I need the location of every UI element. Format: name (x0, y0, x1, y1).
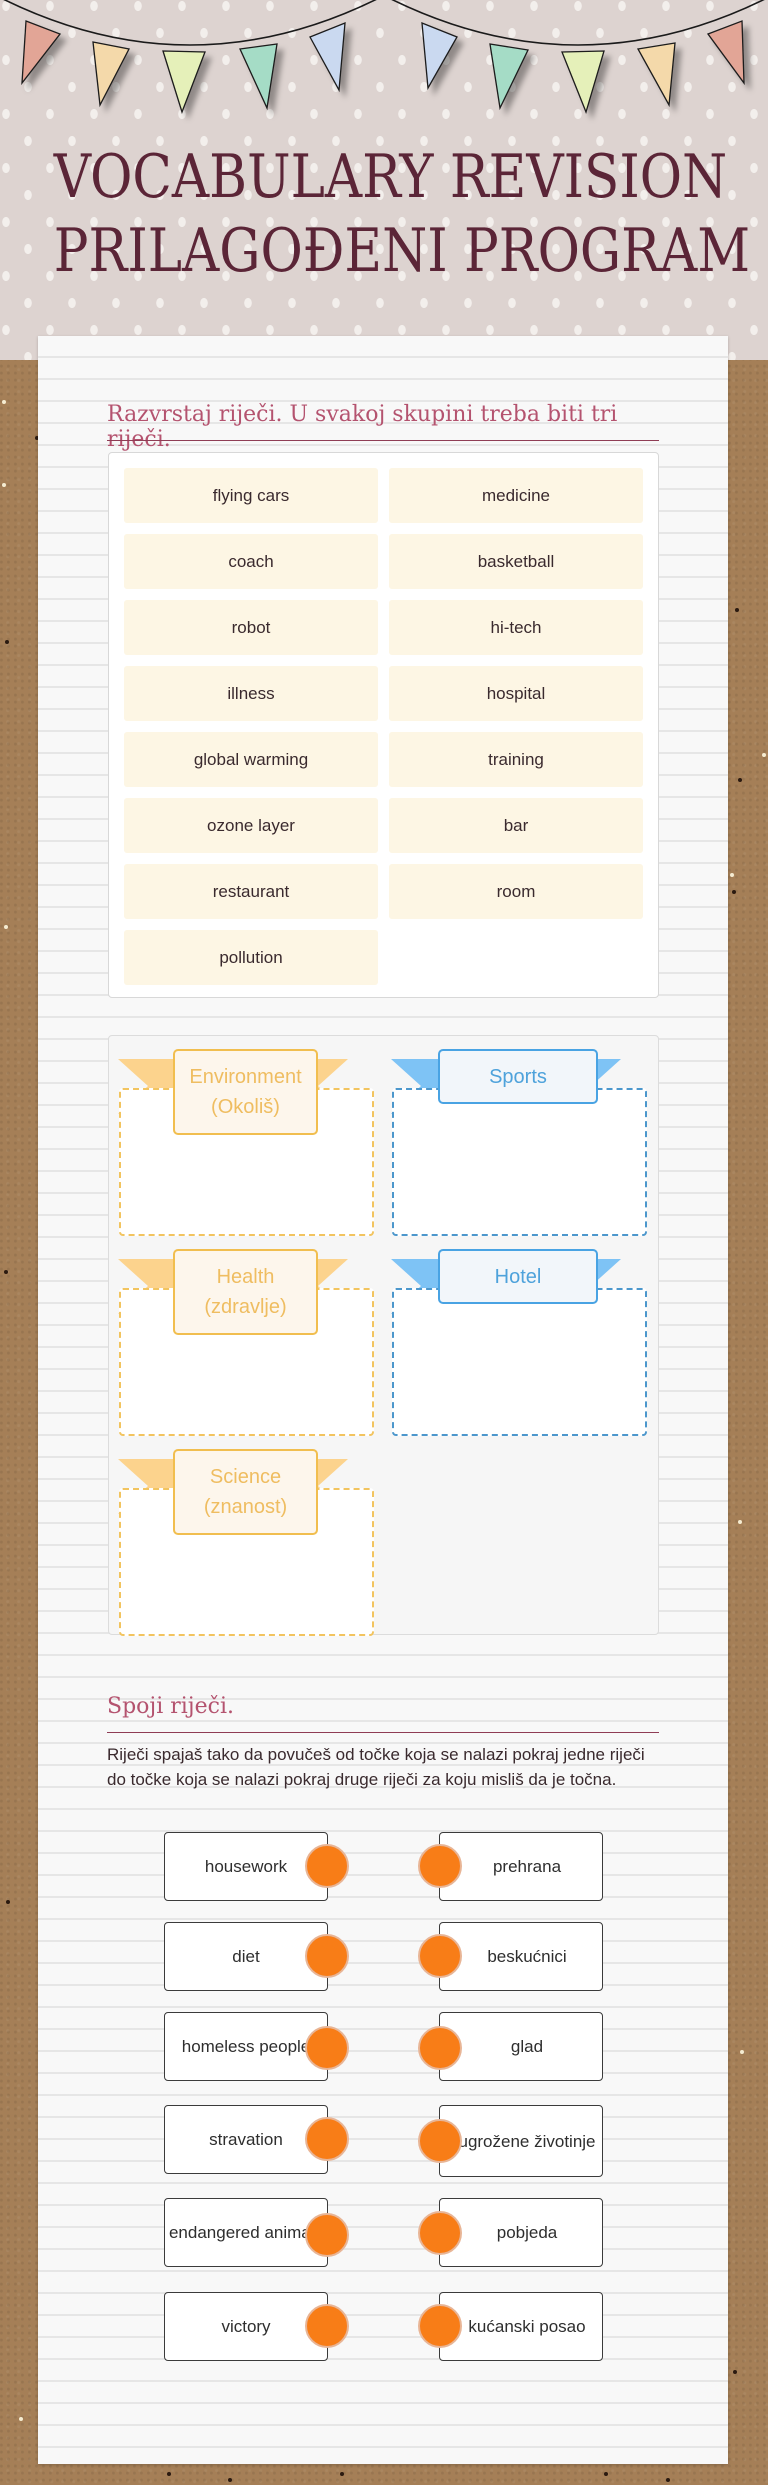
connect-dot-left[interactable] (305, 2304, 349, 2348)
word-chip[interactable]: flying cars (124, 468, 378, 523)
cork-dot (35, 436, 39, 440)
match-right-item[interactable]: beskućnici (439, 1922, 603, 1991)
cork-dot (733, 2370, 737, 2374)
word-chip[interactable]: medicine (389, 468, 643, 523)
cork-dot (762, 753, 766, 757)
cork-dot (738, 778, 742, 782)
connect-dot-right[interactable] (418, 2211, 462, 2255)
connect-dot-left[interactable] (305, 2213, 349, 2257)
cork-dot (19, 2417, 23, 2421)
cork-dot (666, 2478, 670, 2482)
category-sports: Sports (386, 1044, 651, 1236)
cork-dot (340, 2472, 344, 2476)
connect-dot-left[interactable] (305, 1844, 349, 1888)
drop-zone-hotel[interactable] (392, 1288, 647, 1436)
word-bank: flying cars medicine coach basketball ro… (108, 452, 659, 998)
cork-dot (4, 925, 8, 929)
match-left-item[interactable]: stravation (164, 2105, 328, 2174)
word-chip[interactable]: robot (124, 600, 378, 655)
match-right-item[interactable]: ugrožene životinje (439, 2105, 603, 2177)
cork-dot (735, 608, 739, 612)
match-right-item[interactable]: kućanski posao (439, 2292, 603, 2361)
match-heading-rule (107, 1732, 659, 1733)
word-chip[interactable]: illness (124, 666, 378, 721)
drop-zone-sports[interactable] (392, 1088, 647, 1236)
connect-dot-right[interactable] (418, 2304, 462, 2348)
word-chip[interactable]: restaurant (124, 864, 378, 919)
category-label: Science (znanost) (173, 1449, 318, 1535)
title-line-1: VOCABULARY REVISION (53, 142, 728, 212)
match-instructions: Riječi spajaš tako da povučeš od točke k… (107, 1745, 645, 1789)
cork-dot (228, 2478, 232, 2482)
sort-heading-rule (107, 440, 659, 441)
word-chip[interactable]: basketball (389, 534, 643, 589)
match-left-item[interactable]: housework (164, 1832, 328, 1901)
category-science: Science (znanost) (113, 1444, 378, 1636)
category-hotel: Hotel (386, 1244, 651, 1436)
cork-dot (167, 2472, 171, 2476)
cork-dot (732, 890, 736, 894)
connect-dot-right[interactable] (418, 1934, 462, 1978)
connect-dot-left[interactable] (305, 1934, 349, 1978)
cork-dot (730, 873, 734, 877)
word-chip[interactable]: coach (124, 534, 378, 589)
category-label: Health (zdravlje) (173, 1249, 318, 1335)
cork-dot (4, 1270, 8, 1274)
word-chip[interactable]: global warming (124, 732, 378, 787)
match-heading: Spoji riječi. (107, 1694, 234, 1719)
category-health: Health (zdravlje) (113, 1244, 378, 1436)
connect-dot-right[interactable] (418, 2026, 462, 2070)
word-chip[interactable]: room (389, 864, 643, 919)
match-left-item[interactable]: victory (164, 2292, 328, 2361)
match-right-item[interactable]: pobjeda (439, 2198, 603, 2267)
cork-dot (738, 1520, 742, 1524)
match-right-item[interactable]: glad (439, 2012, 603, 2081)
cork-dot (6, 1900, 10, 1904)
sort-heading: Razvrstaj riječi. U svakoj skupini treba… (107, 402, 618, 452)
category-label: Hotel (438, 1249, 598, 1304)
category-label: Environment (Okoliš) (173, 1049, 318, 1135)
page-header: VOCABULARY REVISION PRILAGOĐENI PROGRAM (0, 0, 768, 360)
category-panel: Environment (Okoliš) Sports Health (zdra… (108, 1035, 659, 1636)
cork-dot (604, 2472, 608, 2476)
page-title: VOCABULARY REVISION PRILAGOĐENI PROGRAM (53, 140, 751, 288)
category-environment: Environment (Okoliš) (113, 1044, 378, 1236)
match-right-item[interactable]: prehrana (439, 1832, 603, 1901)
bunting-decoration (3, 0, 765, 114)
word-chip[interactable]: hospital (389, 666, 643, 721)
connect-dot-right[interactable] (418, 1844, 462, 1888)
title-line-2: PRILAGOĐENI PROGRAM (53, 216, 751, 286)
match-left-item[interactable]: endangered animals (164, 2198, 328, 2267)
cork-dot (5, 640, 9, 644)
cork-dot (2, 400, 6, 404)
cork-dot (740, 2050, 744, 2054)
word-chip[interactable]: bar (389, 798, 643, 853)
word-grid: flying cars medicine coach basketball ro… (124, 468, 643, 985)
word-chip[interactable]: pollution (124, 930, 378, 985)
match-left-item[interactable]: homeless people (164, 2012, 328, 2081)
connect-dot-left[interactable] (305, 2117, 349, 2161)
connect-dot-right[interactable] (418, 2119, 462, 2163)
word-chip[interactable]: training (389, 732, 643, 787)
connect-dot-left[interactable] (305, 2026, 349, 2070)
cork-dot (2, 483, 6, 487)
category-label: Sports (438, 1049, 598, 1104)
match-left-item[interactable]: diet (164, 1922, 328, 1991)
word-chip[interactable]: ozone layer (124, 798, 378, 853)
word-chip[interactable]: hi-tech (389, 600, 643, 655)
